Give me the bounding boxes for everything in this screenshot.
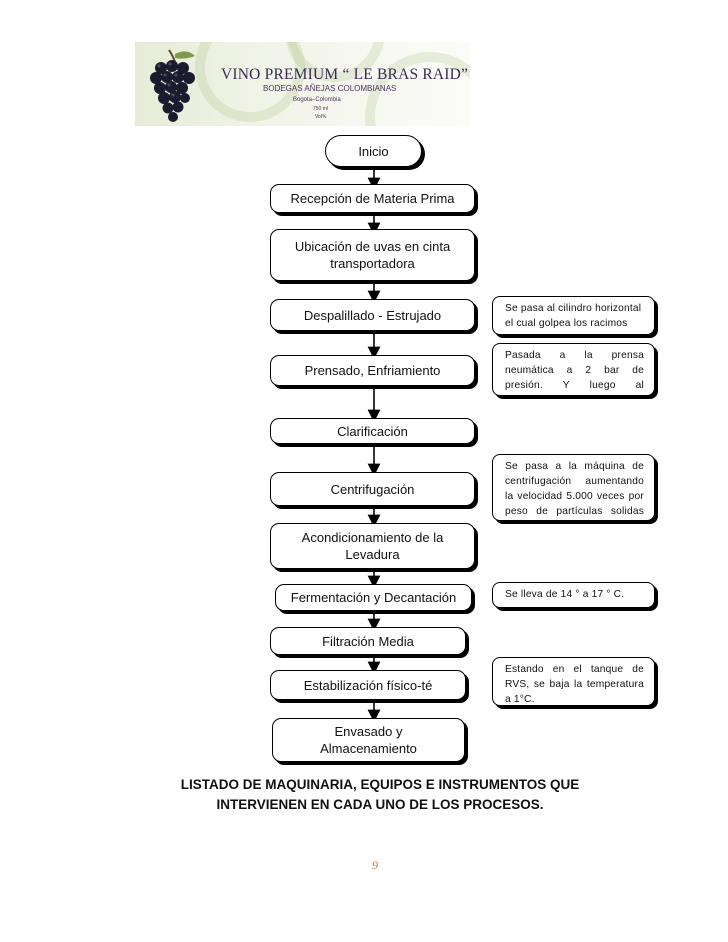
step-label: Fermentación y Decantación xyxy=(290,590,457,605)
section-title-line-1: LISTADO DE MAQUINARIA, EQUIPOS E INSTRUM… xyxy=(180,777,580,792)
note-estabilizacion: Estando en el tanque de RVS, se baja la … xyxy=(492,657,655,706)
wine-label-banner: VINO PREMIUM “ LE BRAS RAID” BODEGAS AÑE… xyxy=(135,42,470,126)
step-label: Prensado, Enfriamiento xyxy=(304,363,441,378)
step-label: Clarificación xyxy=(337,423,408,439)
step-label: Inicio xyxy=(358,143,389,159)
note-prensado: Pasada a la prensa neumática a 2 bar de … xyxy=(492,343,655,396)
note-line: Estando en el tanque de xyxy=(505,664,644,675)
note-line: Pasada a la prensa xyxy=(505,350,644,361)
note-line: peso de partículas solidas xyxy=(505,506,644,517)
step-label: Despalillado - Estrujado xyxy=(303,307,442,323)
wine-brand-city: Bogota–Colombia xyxy=(293,97,341,103)
step-centrifugacion: Centrifugación xyxy=(270,472,475,506)
note-line: la velocidad 5.000 veces por xyxy=(505,491,644,502)
step-ubicacion: Ubicación de uvas en cinta transportador… xyxy=(270,229,475,281)
step-envasado: Envasado y Almacenamiento xyxy=(272,718,465,762)
step-label: Filtración Media xyxy=(322,633,414,649)
step-clarificacion: Clarificación xyxy=(270,418,475,444)
step-label-line: Ubicación de uvas en cinta xyxy=(294,239,451,254)
section-title: LISTADO DE MAQUINARIA, EQUIPOS E INSTRUM… xyxy=(150,775,610,815)
note-line: neumática a 2 bar de xyxy=(505,365,644,376)
step-despalillado: Despalillado - Estrujado xyxy=(270,299,475,331)
step-prensado: Prensado, Enfriamiento xyxy=(270,355,475,386)
note-line: a 1°C. xyxy=(505,694,535,705)
note-line: RVS, se baja la temperatura xyxy=(505,679,644,690)
step-inicio: Inicio xyxy=(325,135,422,167)
note-centrifugacion: Se pasa a la máquina de centrifugación a… xyxy=(492,454,655,521)
wine-volume: 750 ml xyxy=(313,106,329,112)
wine-alcohol: Vol% xyxy=(315,114,327,120)
step-estabilizacion: Estabilización físico-té xyxy=(270,670,466,700)
note-line: Se lleva de 14 ° a 17 ° C. xyxy=(505,589,625,600)
step-label-line: Almacenamiento xyxy=(320,741,417,756)
page-number: 9 xyxy=(372,858,378,872)
step-fermentacion: Fermentación y Decantación xyxy=(275,584,472,611)
wine-brand-subtitle: BODEGAS AÑEJAS COLOMBIANAS xyxy=(263,84,397,93)
note-fermentacion: Se lleva de 14 ° a 17 ° C. xyxy=(492,582,655,608)
note-line: el cual golpea los racimos xyxy=(505,318,628,329)
step-recepcion: Recepción de Materia Prima xyxy=(270,184,475,213)
grapes-image xyxy=(150,49,195,122)
step-filtracion: Filtración Media xyxy=(270,627,466,655)
step-label: Estabilización físico-té xyxy=(303,677,433,693)
step-acondicionamiento: Acondicionamiento de la Levadura xyxy=(270,523,475,569)
step-label-line: transportadora xyxy=(330,256,415,271)
step-label: Centrifugación xyxy=(330,481,415,497)
section-title-line-2: INTERVIENEN EN CADA UNO DE LOS PROCESOS. xyxy=(216,797,544,812)
step-label-line: Acondicionamiento de la xyxy=(301,530,444,545)
step-label: Recepción de Materia Prima xyxy=(290,191,455,206)
note-line: presión. Y luego al xyxy=(505,380,644,391)
step-label-line: Levadura xyxy=(345,547,400,562)
note-line: centrifugación aumentando xyxy=(505,476,644,487)
wine-brand-title: VINO PREMIUM “ LE BRAS RAID” xyxy=(221,66,469,83)
step-label-line: Envasado y xyxy=(334,724,403,739)
note-despalillado: Se pasa al cilindro horizontal el cual g… xyxy=(492,296,655,335)
note-line: Se pasa al cilindro horizontal xyxy=(505,303,642,314)
note-line: Se pasa a la máquina de xyxy=(505,461,644,472)
